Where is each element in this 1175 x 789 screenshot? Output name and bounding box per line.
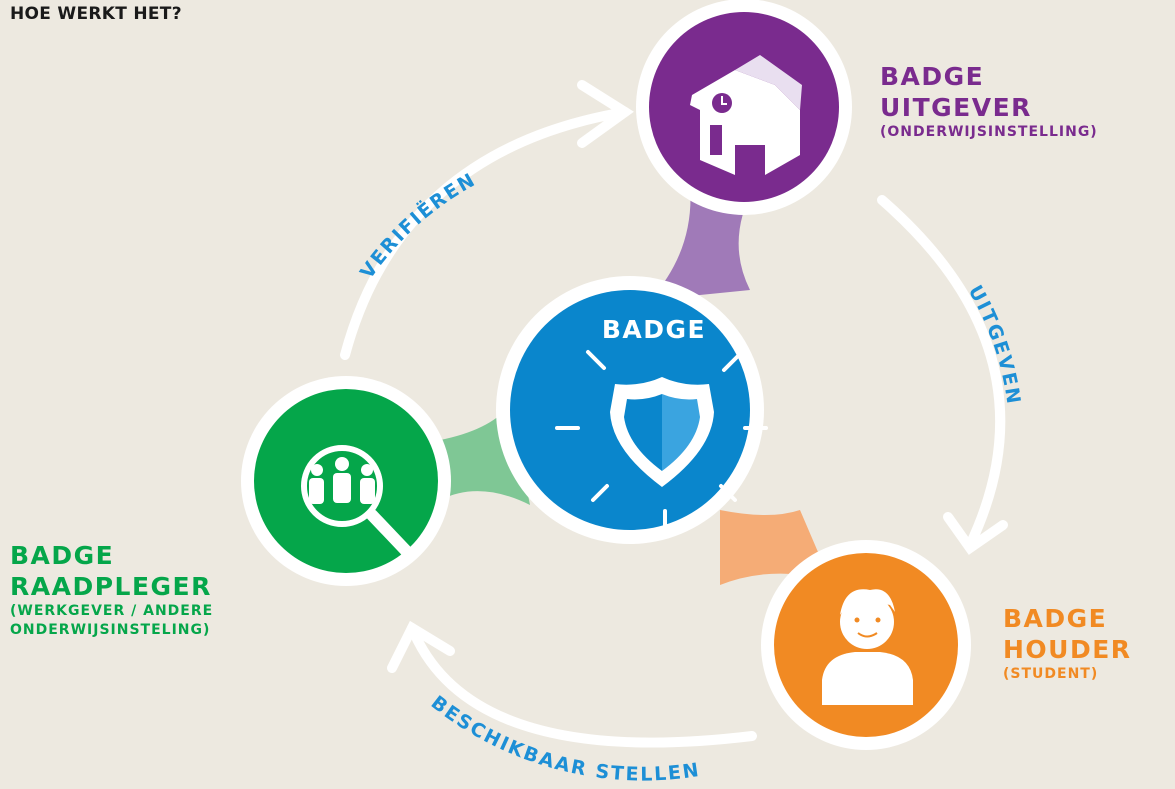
people-search-icon [301,445,416,561]
holder-sub: (STUDENT) [1003,666,1099,682]
viewer-sub2: ONDERWIJSINSTELING) [10,622,211,638]
holder-line1: BADGE [1003,604,1108,633]
issuer-sub: (ONDERWIJSINSTELLING) [880,124,1098,140]
arrow-share-head [387,620,455,673]
arrow-verify-head [577,80,634,148]
holder-label: BADGE HOUDER (STUDENT) [1003,603,1132,684]
cycle-arrows [340,80,1008,748]
issuer-label: BADGE UITGEVER (ONDERWIJSINSTELLING) [880,61,1098,142]
node-holder [761,540,971,750]
label-verify: VERIFIËREN [356,169,480,283]
viewer-line1: BADGE [10,541,115,570]
page-title: HOE WERKT HET? [10,4,182,24]
node-center: BADGE [496,276,768,544]
arrow-issue [877,195,1006,550]
arrow-verify [340,107,630,360]
shield-badge-icon [555,350,768,529]
viewer-sub1: (WERKGEVER / ANDERE [10,603,214,619]
issuer-line1: BADGE [880,62,985,91]
school-building-icon [690,55,802,175]
student-avatar-icon [822,589,913,705]
holder-line2: HOUDER [1003,635,1132,664]
center-label: BADGE [602,315,706,344]
arrow-issue-head [943,512,1008,555]
node-viewer [241,376,451,586]
viewer-line2: RAADPLEGER [10,572,212,601]
viewer-label: BADGE RAADPLEGER (WERKGEVER / ANDERE OND… [10,540,213,640]
issuer-line2: UITGEVER [880,93,1032,122]
node-issuer [636,0,852,215]
arrow-share [407,623,757,748]
